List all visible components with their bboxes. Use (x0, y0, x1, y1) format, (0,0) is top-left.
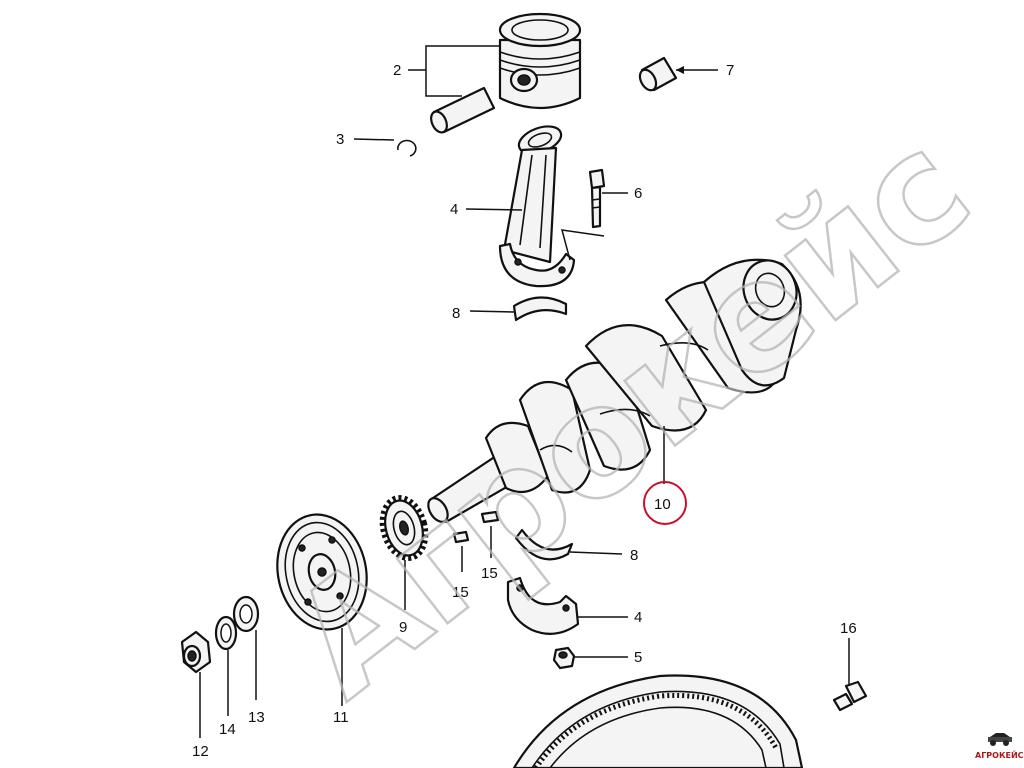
callout-14: 14 (219, 650, 236, 738)
callout-8-bottom-label: 8 (630, 547, 638, 564)
callout-8-top-label: 8 (452, 305, 460, 322)
callout-14-label: 14 (219, 721, 236, 738)
piston-pin[interactable] (428, 86, 496, 135)
crankshaft[interactable] (424, 253, 804, 525)
callout-7: 7 (676, 62, 734, 79)
callout-15-right: 15 (481, 526, 498, 582)
callout-12-label: 12 (192, 743, 209, 760)
callout-2: 2 (393, 45, 500, 97)
callout-5: 5 (574, 649, 642, 666)
callout-4-top: 4 (450, 201, 523, 218)
upper-bearing-shell[interactable] (512, 296, 568, 322)
watermark-text: Агрокейс (261, 100, 1000, 731)
callout-10-label: 10 (654, 496, 671, 513)
callout-16-label: 16 (840, 620, 857, 637)
callout-15-left: 15 (452, 546, 469, 601)
callout-4-bottom: 4 (578, 609, 642, 626)
callout-15-left-label: 15 (452, 584, 469, 601)
callout-16: 16 (840, 620, 857, 684)
callout-6-label: 6 (634, 185, 642, 202)
callout-10-highlight (643, 481, 687, 525)
callout-6: 6 (560, 185, 642, 261)
piston[interactable] (498, 12, 582, 110)
connecting-rod-cap[interactable] (506, 576, 580, 635)
callout-4-bottom-label: 4 (634, 609, 642, 626)
callout-3-label: 3 (336, 131, 344, 148)
woodruff-key-left[interactable] (452, 530, 470, 544)
callout-11: 11 (333, 628, 349, 726)
callout-9-label: 9 (399, 619, 407, 636)
lower-bearing-shell[interactable] (514, 528, 574, 561)
flat-washer[interactable] (232, 595, 260, 633)
flywheel-bolt[interactable] (832, 680, 868, 712)
logo-text: АГРОКЕЙС (975, 749, 1024, 760)
woodruff-key-right[interactable] (480, 510, 500, 524)
callout-9: 9 (399, 560, 407, 636)
lock-washer[interactable] (214, 615, 238, 651)
crankshaft-pulley[interactable] (267, 506, 377, 638)
callout-11-label: 11 (333, 709, 349, 726)
connecting-rod[interactable] (498, 121, 576, 288)
callout-13: 13 (248, 630, 265, 726)
small-end-bushing[interactable] (637, 56, 678, 93)
crankshaft-timing-gear[interactable] (376, 493, 433, 564)
flywheel[interactable] (512, 674, 804, 768)
callout-8-top: 8 (452, 305, 515, 322)
callout-2-label: 2 (393, 62, 401, 79)
agrokeis-logo: АГРОКЕЙС (975, 733, 1024, 760)
callout-4-top-label: 4 (450, 201, 458, 218)
callout-7-label: 7 (726, 62, 734, 79)
callout-12: 12 (192, 672, 209, 760)
connecting-rod-bolt[interactable] (588, 168, 606, 229)
callout-10: 10 (643, 426, 687, 525)
callout-5-label: 5 (634, 649, 642, 666)
connecting-rod-nut[interactable] (552, 646, 576, 670)
callout-13-label: 13 (248, 709, 265, 726)
piston-pin-snap-ring[interactable] (397, 139, 417, 157)
callout-15-right-label: 15 (481, 565, 498, 582)
callout-3: 3 (336, 131, 395, 148)
pulley-nut[interactable] (180, 630, 212, 674)
callout-8-bottom: 8 (569, 547, 638, 564)
